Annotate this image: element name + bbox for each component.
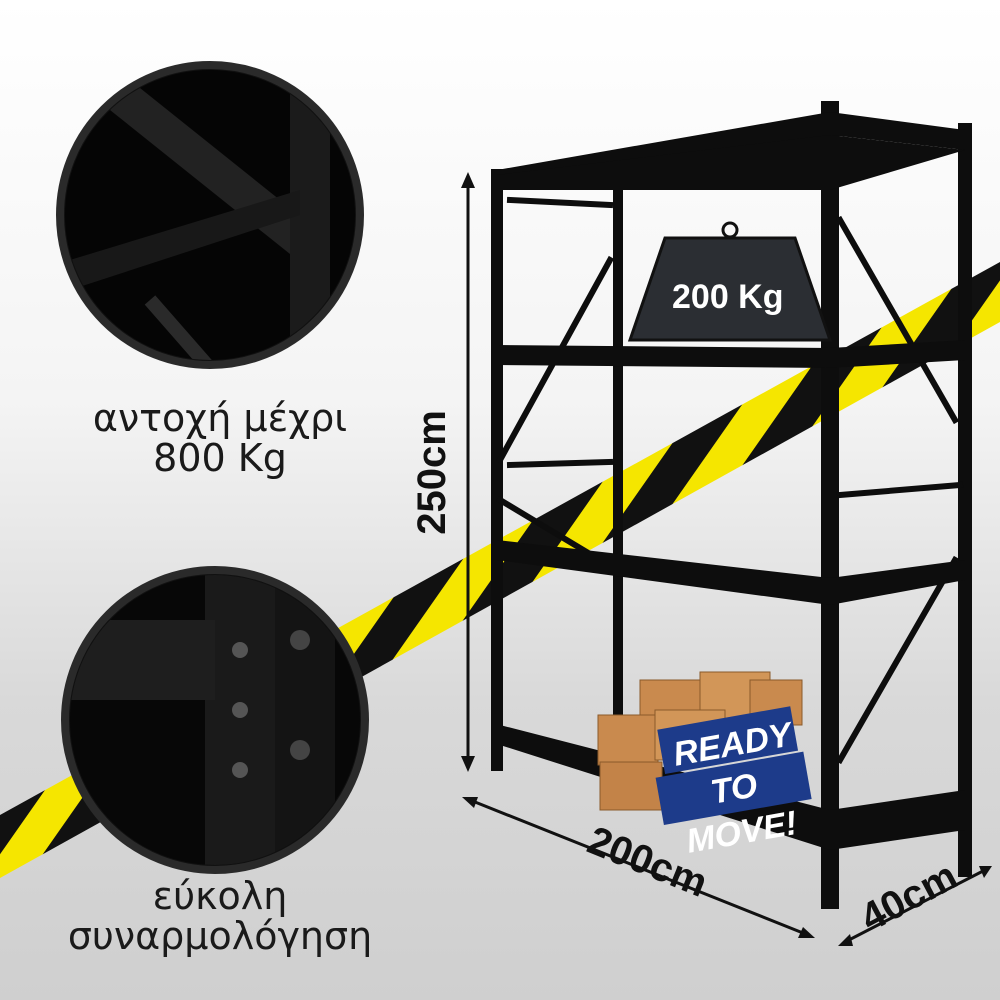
detail-circle-frame [56,61,364,369]
height-dimension: 250cm [409,410,454,535]
dimension-arrows [461,172,992,946]
feature-assembly-line2: συναρμολόγηση [67,914,373,958]
feature-assembly: εύκολη συναρμολόγηση [30,876,410,956]
feature-assembly-line1: εύκολη [152,874,288,918]
feature-capacity: αντοχή μέχρι 800 Kg [30,398,410,478]
feature-capacity-line2: 800 Kg [153,436,287,480]
ready-to-move-badge [655,706,812,825]
feature-capacity-line1: αντοχή μέχρι [92,396,348,440]
detail-circle-connector [61,566,369,874]
ready-badge-text: READY TO MOVE! [660,711,821,865]
weight-block [627,221,833,342]
weight-label: 200 Kg [672,278,784,316]
